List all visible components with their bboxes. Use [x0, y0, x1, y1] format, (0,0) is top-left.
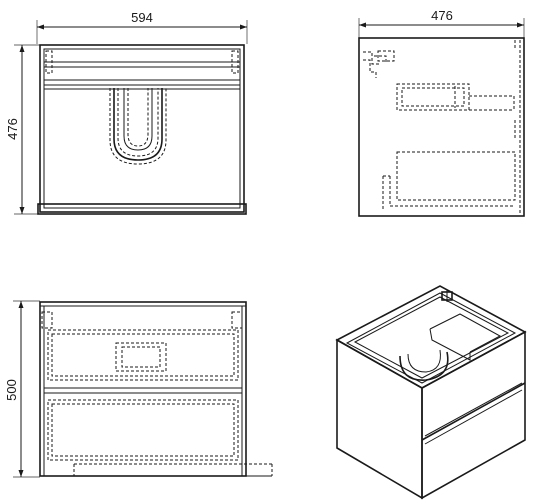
width-dimension-594: 594 [36, 10, 248, 44]
front-view: 500 [4, 300, 273, 478]
siphon-cutout [109, 88, 167, 165]
dimension-label-476-horizontal: 476 [431, 8, 453, 23]
dimension-label-500: 500 [4, 379, 19, 401]
height-dimension-500: 500 [4, 300, 40, 478]
dimension-label-594: 594 [131, 10, 153, 25]
isometric-view [335, 285, 527, 500]
top-view: 594 476 [5, 10, 248, 215]
side-depth-dimension-476: 476 [358, 8, 525, 38]
depth-dimension-476: 476 [5, 44, 40, 215]
dimension-label-476-vertical: 476 [5, 118, 20, 140]
side-view: 476 [358, 8, 525, 217]
